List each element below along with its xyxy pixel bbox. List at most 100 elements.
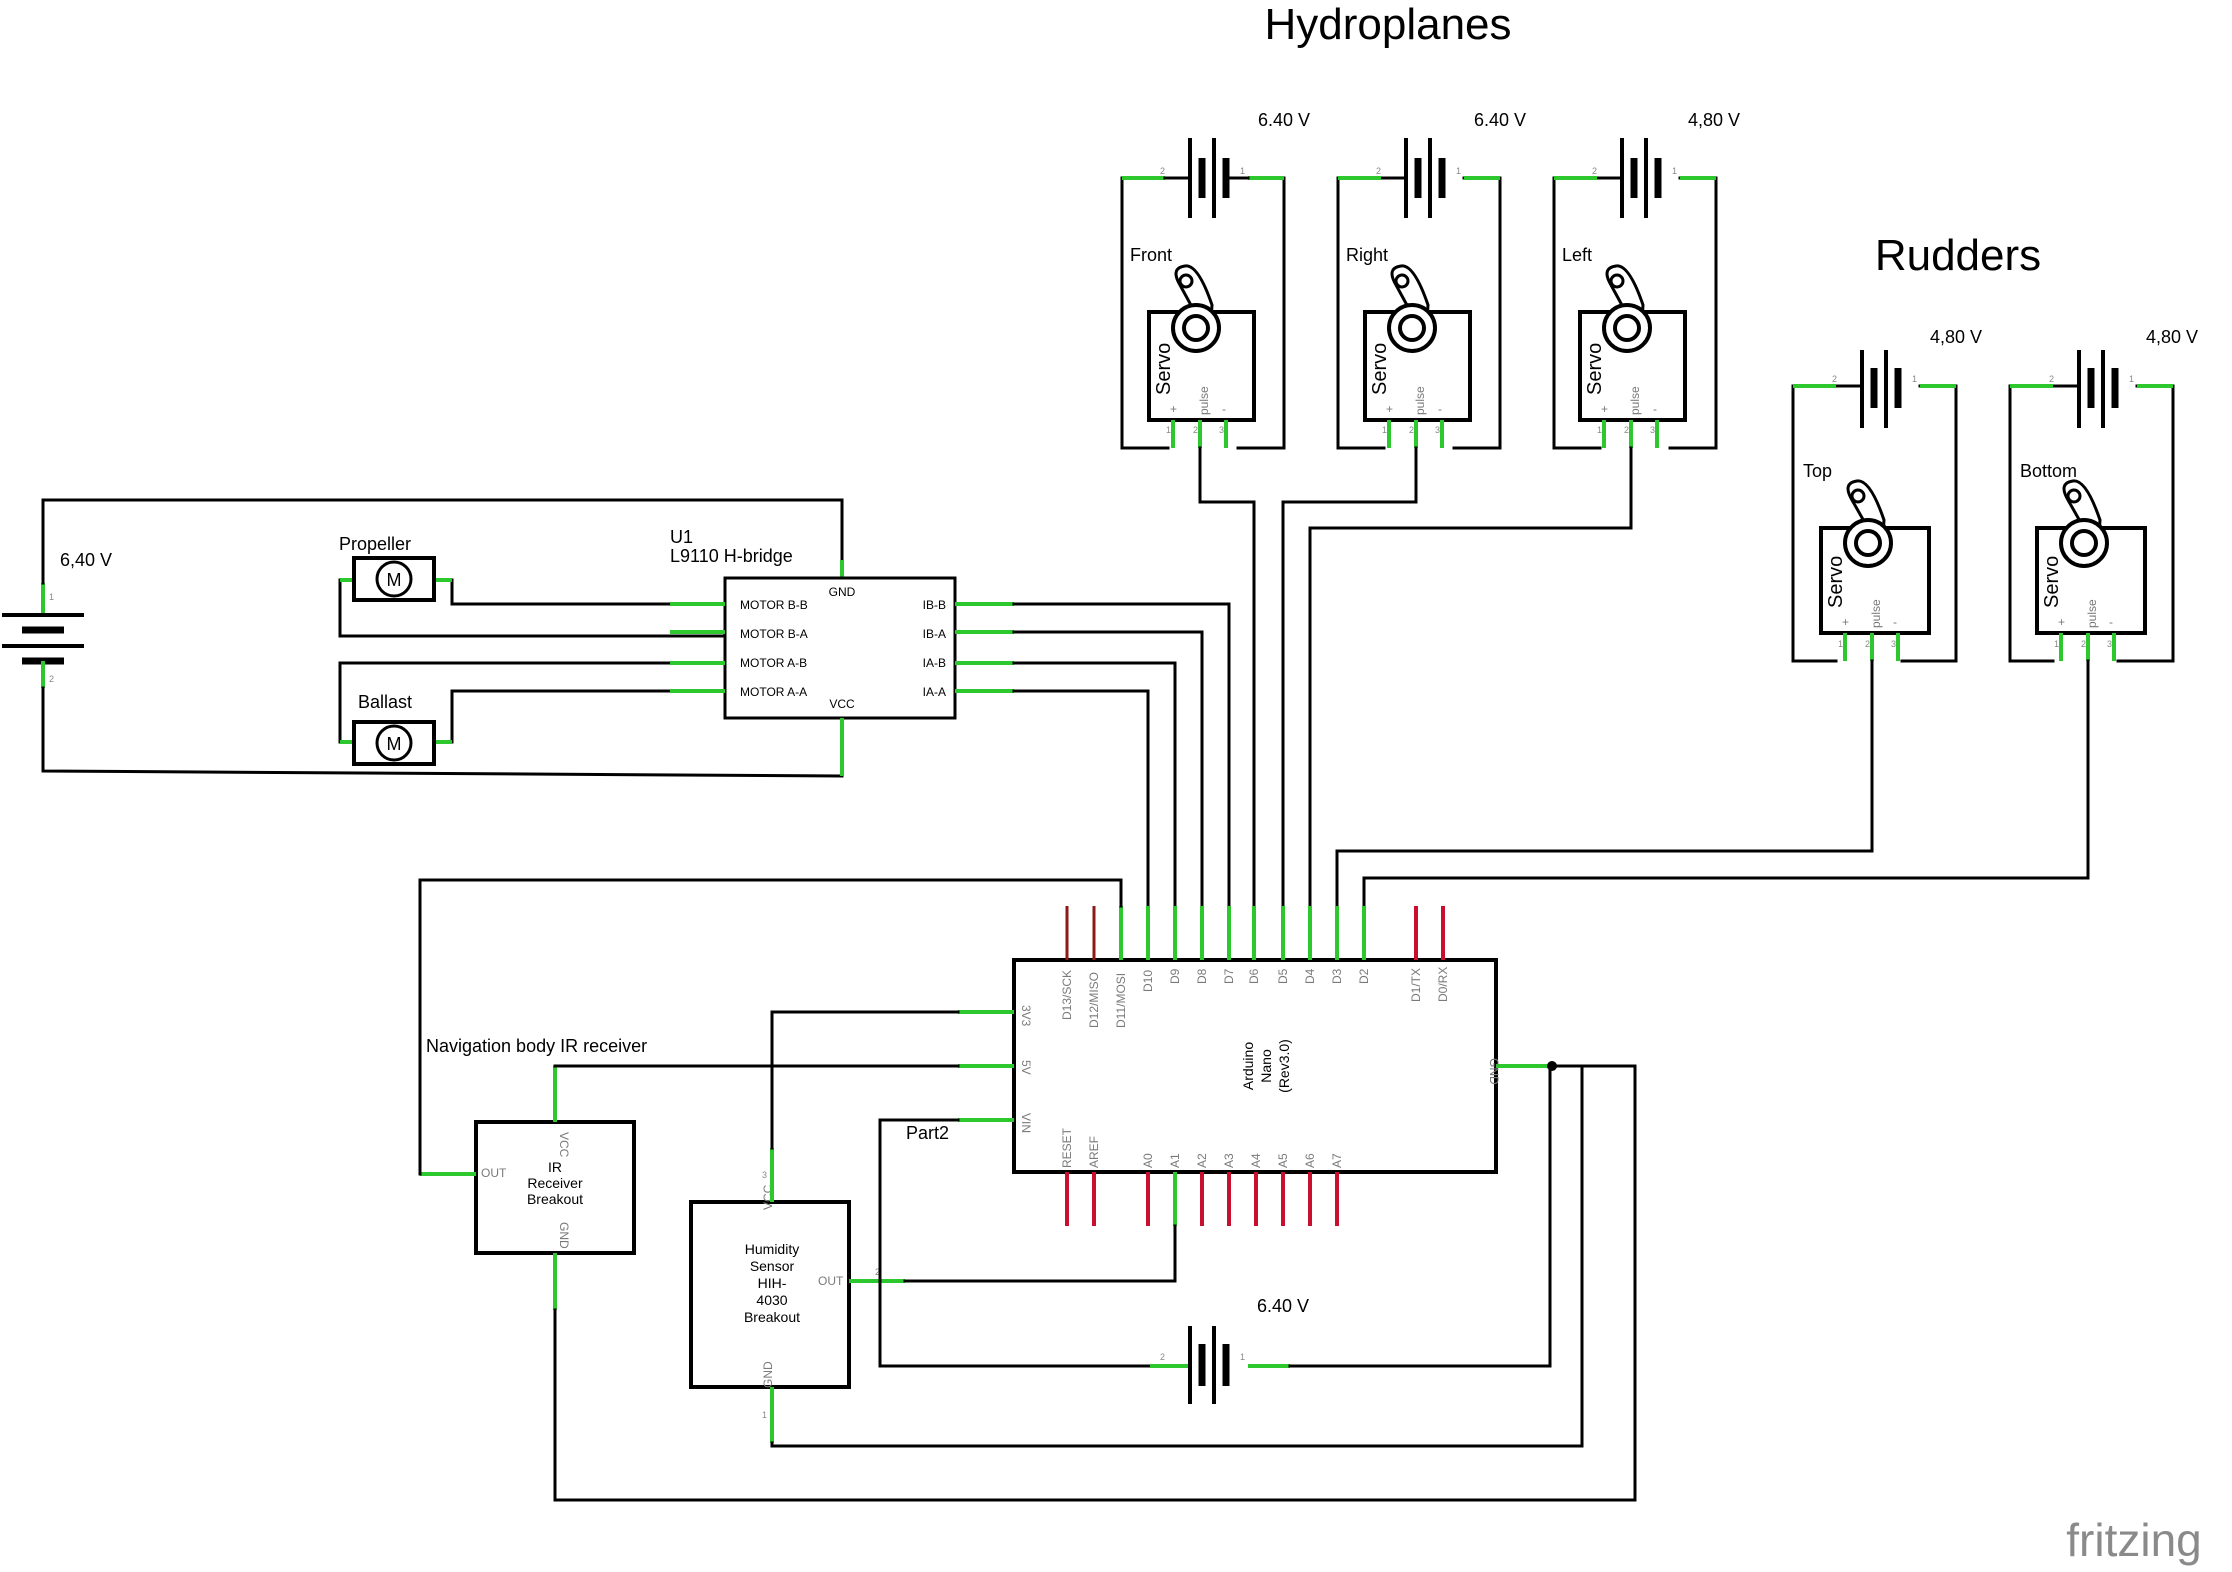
servo-name: Top: [1803, 461, 1832, 481]
svg-text:D10: D10: [1141, 970, 1155, 992]
svg-text:-: -: [1222, 402, 1226, 416]
svg-text:D7: D7: [1222, 968, 1236, 984]
svg-text:Servo: Servo: [1369, 343, 1391, 395]
bottom-battery: Part2 6.40 V 2 1: [878, 1061, 1557, 1404]
svg-text:1: 1: [49, 592, 54, 602]
svg-text:-: -: [1893, 615, 1897, 629]
svg-text:HIH-: HIH-: [758, 1275, 787, 1291]
svg-text:Servo: Servo: [1825, 556, 1847, 608]
svg-text:IB-B: IB-B: [923, 598, 946, 612]
svg-text:+: +: [1386, 402, 1393, 416]
svg-text:MOTOR B-A: MOTOR B-A: [740, 627, 808, 641]
svg-text:Servo: Servo: [2041, 556, 2063, 608]
svg-text:IB-A: IB-A: [923, 627, 946, 641]
svg-text:D8: D8: [1195, 968, 1209, 984]
servo-horn-icon: [1843, 479, 1893, 568]
svg-text:1: 1: [1456, 166, 1461, 176]
svg-text:1: 1: [2129, 374, 2134, 384]
svg-text:AREF: AREF: [1087, 1136, 1101, 1168]
svg-text:1: 1: [1166, 425, 1171, 435]
ir-caption: Navigation body IR receiver: [426, 1036, 647, 1056]
svg-text:D1/TX: D1/TX: [1409, 968, 1423, 1002]
svg-text:IA-A: IA-A: [923, 685, 946, 699]
svg-text:A2: A2: [1195, 1153, 1209, 1168]
motor-m-icon: M: [387, 734, 402, 754]
svg-text:GND: GND: [1487, 1058, 1501, 1085]
wire-bottom-pulse: [1362, 659, 2090, 908]
svg-text:2: 2: [1832, 374, 1837, 384]
fritzing-logo: fritzing: [2066, 1514, 2201, 1566]
motor-m-icon: M: [387, 570, 402, 590]
svg-text:Servo: Servo: [1584, 343, 1606, 395]
svg-text:2: 2: [1376, 166, 1381, 176]
svg-text:VCC: VCC: [829, 697, 855, 711]
battery-voltage: 4,80 V: [1930, 327, 1982, 347]
svg-text:Arduino: Arduino: [1240, 1042, 1256, 1090]
h-bridge-l9110: U1 L9110 H-bridge GND VCC MOTOR B-B MOTO…: [670, 527, 1014, 776]
svg-text:D9: D9: [1168, 968, 1182, 984]
servo-horn-icon: [2059, 479, 2109, 568]
svg-text:Nano: Nano: [1258, 1049, 1274, 1083]
svg-text:MOTOR B-B: MOTOR B-B: [740, 598, 808, 612]
part2-label: Part2: [906, 1123, 949, 1143]
svg-text:D13/SCK: D13/SCK: [1060, 970, 1074, 1020]
arduino-nano: D13/SCK D12/MISO D11/MOSI D10 D9 D8 D7 D…: [958, 906, 1552, 1226]
svg-text:-: -: [1438, 402, 1442, 416]
svg-text:3: 3: [1219, 425, 1224, 435]
svg-text:IA-B: IA-B: [923, 656, 946, 670]
svg-text:1: 1: [2054, 639, 2059, 649]
servo-horn-icon: [1602, 264, 1652, 353]
svg-text:5V: 5V: [1019, 1060, 1033, 1075]
svg-text:1: 1: [1672, 166, 1677, 176]
hydroplane-left: 4,80 V 2 1 Left Servo pulse + - 1 2 3: [1552, 110, 1740, 450]
svg-text:+: +: [2058, 615, 2065, 629]
svg-text:2: 2: [2081, 639, 2086, 649]
svg-text:1: 1: [1382, 425, 1387, 435]
rudder-bottom: 4,80 V 2 1 Bottom Servo pulse + - 1 2 3: [2008, 327, 2198, 663]
svg-text:VIN: VIN: [1019, 1113, 1033, 1133]
servo-name: Front: [1130, 245, 1172, 265]
hydroplane-right: 6.40 V 2 1 Right Servo pulse + - 1 2 3: [1336, 110, 1526, 450]
svg-text:pulse: pulse: [2085, 599, 2099, 628]
svg-text:-: -: [2109, 615, 2113, 629]
svg-text:1: 1: [1597, 425, 1602, 435]
propeller-label: Propeller: [339, 534, 411, 554]
svg-text:6,40 V: 6,40 V: [60, 550, 112, 570]
svg-text:MOTOR A-A: MOTOR A-A: [740, 685, 807, 699]
svg-text:3: 3: [1650, 425, 1655, 435]
svg-text:1: 1: [1240, 1352, 1245, 1362]
svg-text:D2: D2: [1357, 968, 1371, 984]
hydroplanes-title: Hydroplanes: [1264, 0, 1511, 49]
servo-horn-icon: [1387, 264, 1437, 353]
svg-text:2: 2: [1193, 425, 1198, 435]
svg-text:+: +: [1601, 402, 1608, 416]
svg-text:-: -: [1653, 402, 1657, 416]
svg-text:A4: A4: [1249, 1153, 1263, 1168]
svg-text:3: 3: [762, 1170, 767, 1180]
svg-text:VCC: VCC: [557, 1132, 571, 1158]
svg-text:3: 3: [1435, 425, 1440, 435]
wire-top-pulse: [1335, 659, 1874, 908]
ballast-motor: Ballast M: [338, 661, 726, 766]
ir-receiver-breakout: Navigation body IR receiver IR Receiver …: [420, 1036, 647, 1310]
svg-text:2: 2: [1624, 425, 1629, 435]
svg-text:3: 3: [2107, 639, 2112, 649]
rudders-title: Rudders: [1875, 231, 2041, 280]
wire-front-pulse: [1198, 446, 1256, 908]
hbridge-name: L9110 H-bridge: [670, 546, 793, 566]
svg-text:OUT: OUT: [818, 1274, 844, 1288]
svg-text:D5: D5: [1276, 968, 1290, 984]
battery-voltage: 6.40 V: [1474, 110, 1526, 130]
battery-voltage: 6.40 V: [1258, 110, 1310, 130]
svg-text:D3: D3: [1330, 968, 1344, 984]
svg-text:D11/MOSI: D11/MOSI: [1114, 973, 1128, 1028]
junction-dot: [1547, 1061, 1557, 1071]
servo-name: Bottom: [2020, 461, 2077, 481]
svg-text:3: 3: [1891, 639, 1896, 649]
svg-text:pulse: pulse: [1869, 599, 1883, 628]
svg-text:Breakout: Breakout: [527, 1191, 583, 1207]
battery-voltage: 4,80 V: [2146, 327, 2198, 347]
servo-name: Right: [1346, 245, 1388, 265]
svg-text:3V3: 3V3: [1019, 1005, 1033, 1027]
